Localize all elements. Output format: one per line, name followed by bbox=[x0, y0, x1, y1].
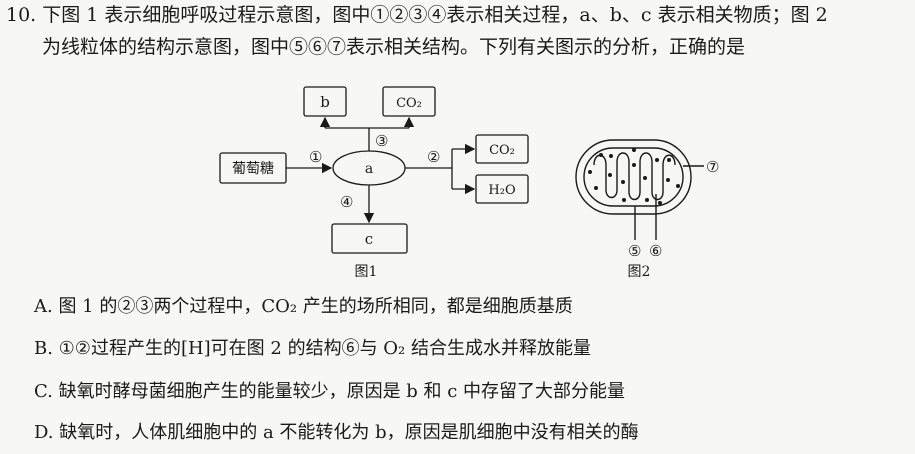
step-2: ② bbox=[427, 148, 440, 166]
option-c[interactable]: C. 缺氧时酵母菌细胞产生的能量较少，原因是 b 和 c 中存留了大部分能量 bbox=[34, 381, 626, 402]
figure-2-text: ⑤ ⑥ ⑦ 图2 bbox=[628, 158, 720, 280]
box-co2-top bbox=[382, 86, 436, 117]
label-h2o: H₂O bbox=[488, 183, 515, 198]
step-3: ③ bbox=[375, 132, 388, 150]
label-co2-right: CO₂ bbox=[489, 143, 515, 158]
box-h2o bbox=[475, 174, 529, 204]
box-co2-right bbox=[475, 134, 529, 164]
box-b bbox=[303, 86, 347, 117]
figure-1 bbox=[219, 86, 529, 254]
option-b[interactable]: B. ①②过程产生的[H]可在图 2 的结构⑥与 O₂ 结合生成水并释放能量 bbox=[34, 338, 591, 359]
figure-1-text: b CO₂ 葡萄糖 a CO₂ H₂O c ① ② ③ ④ 图1 bbox=[232, 93, 516, 280]
label-co2-top: CO₂ bbox=[396, 96, 422, 111]
cristae bbox=[593, 152, 676, 201]
question-line-2: 为线粒体的结构示意图，图中⑤⑥⑦表示相关结构。下列有关图示的分析，正确的是 bbox=[42, 36, 746, 58]
label-6: ⑥ bbox=[649, 242, 662, 260]
outer-membrane bbox=[575, 139, 692, 215]
option-d[interactable]: D. 缺氧时，人体肌细胞中的 a 不能转化为 b，原因是肌细胞中没有相关的酶 bbox=[34, 422, 639, 443]
label-b: b bbox=[320, 93, 330, 111]
option-a[interactable]: A. 图 1 的②③两个过程中，CO₂ 产生的场所相同，都是细胞质基质 bbox=[34, 296, 573, 317]
inner-membrane bbox=[583, 147, 684, 207]
label-glucose: 葡萄糖 bbox=[232, 161, 274, 177]
figure-2-particles bbox=[588, 148, 680, 205]
step-4: ④ bbox=[340, 193, 353, 211]
figure-1-caption: 图1 bbox=[355, 264, 378, 280]
label-7: ⑦ bbox=[706, 158, 719, 176]
step-1: ① bbox=[309, 148, 322, 166]
question-line-1: 10. 下图 1 表示细胞呼吸过程示意图，图中①②③④表示相关过程，a、b、c … bbox=[6, 4, 828, 26]
label-a: a bbox=[365, 161, 373, 177]
label-c: c bbox=[365, 230, 373, 248]
box-c bbox=[331, 223, 408, 254]
label-5: ⑤ bbox=[628, 242, 641, 260]
figure-2 bbox=[575, 139, 704, 240]
figure-2-caption: 图2 bbox=[628, 264, 651, 280]
